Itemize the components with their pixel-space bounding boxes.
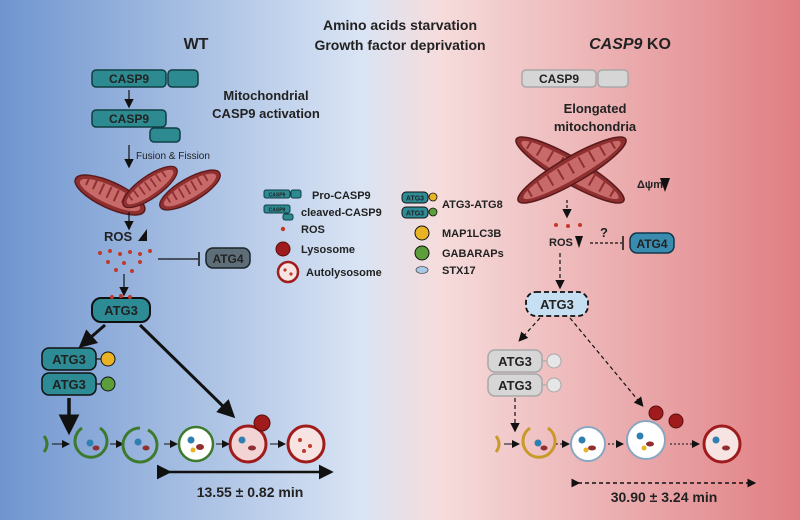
svg-text:Pro-CASP9: Pro-CASP9 [312,190,371,202]
legend: CASP9 Pro-CASP9 CASP9 cleaved-CASP9 ROS … [263,189,504,284]
wt-atg3-conj-gabarap: ATG3 [41,372,116,396]
svg-text:ATG3: ATG3 [104,303,138,318]
wt-autophagosome [177,425,215,463]
svg-text:ATG3: ATG3 [406,211,424,218]
svg-text:Autolysosome: Autolysosome [306,267,382,279]
arrow-atg3-lysosome [138,323,236,419]
svg-text:ROS: ROS [301,224,325,236]
ko-autophagosome-2 [626,420,666,460]
legend-pro-casp9: CASP9 Pro-CASP9 [263,189,371,202]
legend-lysosome: Lysosome [275,241,355,257]
ko-atg3-ghost-2: ATG3 [487,373,562,397]
wt-casp9-cleaved-label: CASP9 [109,112,149,126]
svg-text:ATG3: ATG3 [498,378,532,393]
ko-mito-line-1: Elongated [564,101,627,116]
legend-stx17: STX17 [415,265,476,277]
ko-phagophore-1 [494,435,501,453]
legend-map1lc3b: MAP1LC3B [414,225,501,241]
svg-text:MAP1LC3B: MAP1LC3B [442,228,501,240]
wt-title: WT [184,36,209,53]
wt-time-label: 13.55 ± 0.82 min [197,484,304,500]
wt-atg3-main: ATG3 [91,294,151,323]
svg-text:ATG4: ATG4 [636,237,667,251]
svg-text:ATG3: ATG3 [406,196,424,203]
wt-phagophore-1 [42,435,49,453]
condition-line-2: Growth factor deprivation [314,37,485,53]
svg-text:Lysosome: Lysosome [301,244,355,256]
ko-arrow-atg3-conj [518,317,541,342]
ko-lysosomes-unfused [648,405,684,429]
ko-atg3-ghost-1: ATG3 [487,349,562,373]
legend-atg3-atg8: ATG3 ATG3 ATG3-ATG8 [401,191,503,219]
ko-mito-line-2: mitochondria [554,119,637,134]
wt-lysosome-fusion [228,414,271,464]
arrow-atg3-conj [78,323,106,348]
wt-atg4: ATG4 [205,247,251,269]
svg-text:cleaved-CASP9: cleaved-CASP9 [301,207,382,219]
ko-title: CASP9 KO [589,36,671,53]
ko-autophagosome-1 [570,426,606,462]
svg-text:CASP9: CASP9 [269,193,286,199]
svg-text:STX17: STX17 [442,265,476,277]
wt-phagophore-3 [121,426,159,464]
svg-text:ATG3: ATG3 [540,297,574,312]
pro-casp9: CASP9 [91,69,199,88]
activation-line-2: CASP9 activation [212,106,320,121]
legend-cleaved-casp9: CASP9 cleaved-CASP9 [263,204,382,221]
fusion-fission-label: Fusion & Fission [136,151,210,162]
condition-line-1: Amino acids starvation [323,17,477,33]
wt-ros-label: ROS [104,229,133,244]
ko-casp9-ghost: CASP9 [521,69,629,88]
legend-gabaraps: GABARAPs [414,245,504,261]
wt-atg3-conj-lc3: ATG3 [41,347,116,371]
svg-text:ATG3: ATG3 [52,377,86,392]
wt-ros-up-icon [138,229,147,241]
wt-autolysosome [286,424,326,464]
wt-phagophore-2 [73,426,109,459]
ko-arrow-atg3-lysosome [569,317,644,407]
svg-text:CASP9: CASP9 [269,208,286,214]
svg-text:GABARAPs: GABARAPs [442,248,504,260]
svg-text:ATG3-ATG8: ATG3-ATG8 [442,199,503,211]
ko-ros-dots [554,223,582,228]
delta-psi-down-icon [660,178,670,192]
ko-question-mark: ? [600,225,608,240]
svg-text:CASP9: CASP9 [539,72,579,86]
ko-ros-label: ROS [549,237,573,249]
svg-text:ATG4: ATG4 [212,252,243,266]
svg-text:ATG3: ATG3 [498,354,532,369]
activation-line-1: Mitochondrial [223,88,308,103]
ko-phagophore-2 [521,426,557,459]
cleaved-casp9: CASP9 [91,109,181,143]
ko-time-label: 30.90 ± 3.24 min [611,489,718,505]
ko-ros-down-icon [575,236,583,248]
ko-autophagy-progression [494,405,742,464]
wt-ros-dots [98,249,152,273]
ko-elongated-mitochondria [515,136,627,204]
ko-autolysosome [702,424,742,464]
wt-autophagy-progression [42,414,326,464]
svg-text:ATG3: ATG3 [52,352,86,367]
delta-psi-label: Δψm [637,179,663,191]
wt-casp9-label: CASP9 [109,72,149,86]
ko-atg4: ATG4 [629,232,675,254]
legend-autolysosome: Autolysosome [276,260,382,284]
ko-atg3-main: ATG3 [525,291,589,317]
legend-ros: ROS [280,224,325,236]
